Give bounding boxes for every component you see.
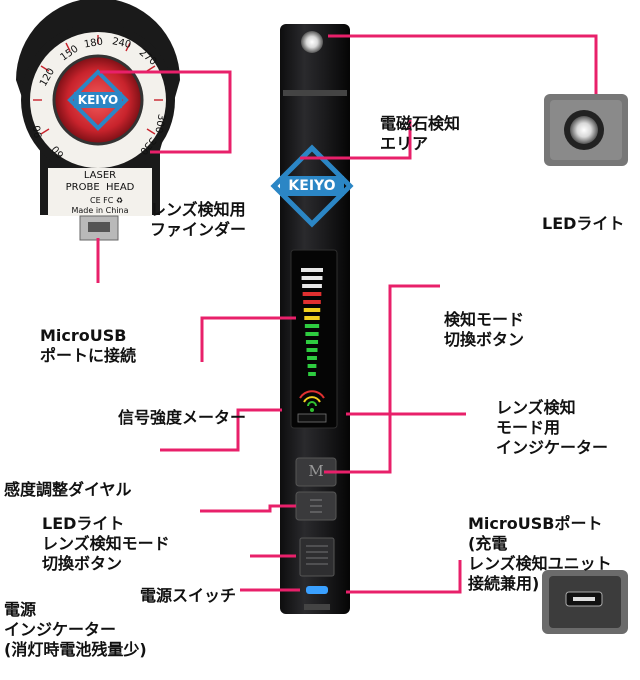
keiyo-logo-body <box>270 144 354 228</box>
label-led-light: LEDライト <box>542 214 625 233</box>
probe-caption-line2: PROBE HEAD <box>65 182 135 193</box>
micro-usb-inset <box>542 570 628 634</box>
label-lens-mode-indicator: レンズ検知モード用インジケーター <box>496 398 609 457</box>
label-magnet-area: 電磁石検知エリア <box>380 114 461 153</box>
power-switch-shape <box>299 537 335 577</box>
meter-bar <box>303 300 321 304</box>
meter-bar <box>304 324 320 328</box>
led-light-inset <box>544 94 628 166</box>
label-power-switch: 電源スイッチ <box>140 586 237 605</box>
meter-bar <box>308 372 316 376</box>
meter-bar <box>301 268 323 272</box>
signal-meter-bars <box>301 268 323 376</box>
meter-bar <box>302 284 322 288</box>
keiyo-body-text: KEIYO <box>288 178 336 194</box>
label-micro-usb-port: MicroUSBポート(充電レンズ検知ユニット接続兼用) <box>468 514 612 593</box>
diagram-graphics <box>16 0 628 634</box>
meter-bar <box>305 332 319 336</box>
callout-lines <box>96 34 598 594</box>
label-signal-meter: 信号強度メーター <box>118 408 247 427</box>
meter-bar <box>305 340 319 344</box>
meter-bar <box>301 276 323 280</box>
meter-bar <box>304 316 320 320</box>
dial-number: 90 <box>31 124 45 139</box>
m-button-label: M <box>308 462 324 480</box>
keiyo-head-text: KEIYO <box>77 93 119 107</box>
label-power-indicator: 電源インジケーター(消灯時電池残量少) <box>4 600 147 659</box>
label-detect-mode-button: 検知モード切換ボタン <box>444 310 525 349</box>
meter-bar <box>307 364 317 368</box>
keiyo-logo-head <box>67 69 129 131</box>
meter-bar <box>306 348 318 352</box>
label-led-lens-mode-button: LEDライトレンズ検知モード切換ボタン <box>42 514 170 573</box>
wifi-icon <box>299 390 325 412</box>
meter-bar <box>303 308 321 312</box>
probe-made-in: Made in China <box>71 206 129 215</box>
probe-marks: CE FC ♻ <box>90 196 124 205</box>
label-lens-finder: レンズ検知用ファインダー <box>150 200 247 239</box>
laser-probe-head <box>16 0 180 241</box>
meter-bar <box>307 356 317 360</box>
meter-bar <box>302 292 322 296</box>
label-sensitivity-dial: 感度調整ダイヤル <box>4 480 132 499</box>
probe-caption-line1: LASER <box>83 170 117 181</box>
